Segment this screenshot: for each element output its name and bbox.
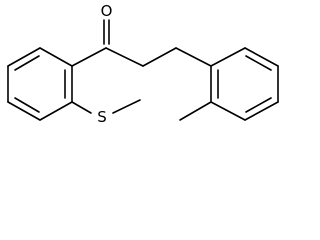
ring-double-bond [14, 97, 40, 113]
ring-double-bond [245, 97, 272, 113]
chain-bond [105, 47, 144, 67]
aryl-carbonyl-bond [71, 47, 107, 67]
ring-bond [244, 101, 279, 121]
alkyl-chain [105, 47, 212, 67]
thiomethyl-group [71, 99, 141, 114]
left-benzene-ring [7, 47, 73, 121]
chain-bond [142, 47, 177, 67]
carbonyl-group [71, 19, 110, 67]
methyl-bond [179, 101, 212, 121]
chain-bond [175, 47, 212, 67]
sulfur-atom-label: S [97, 108, 107, 126]
ring-bond [7, 101, 41, 121]
ring-bond [244, 47, 279, 67]
sulfur-methyl-bond [112, 99, 141, 114]
ring-bond [7, 47, 41, 67]
aryl-sulfur-bond [71, 101, 92, 114]
bond-lines [7, 19, 279, 121]
ring-double-bond [245, 55, 272, 71]
ring-bond [39, 47, 73, 67]
ring-bond [210, 101, 246, 121]
ring-double-bond [14, 55, 40, 71]
chemical-structure-diagram: O S [7, 2, 279, 126]
ring-bond [39, 101, 73, 121]
right-benzene-ring [210, 47, 279, 121]
ring-bond [210, 47, 246, 67]
oxygen-atom-label: O [101, 2, 113, 20]
